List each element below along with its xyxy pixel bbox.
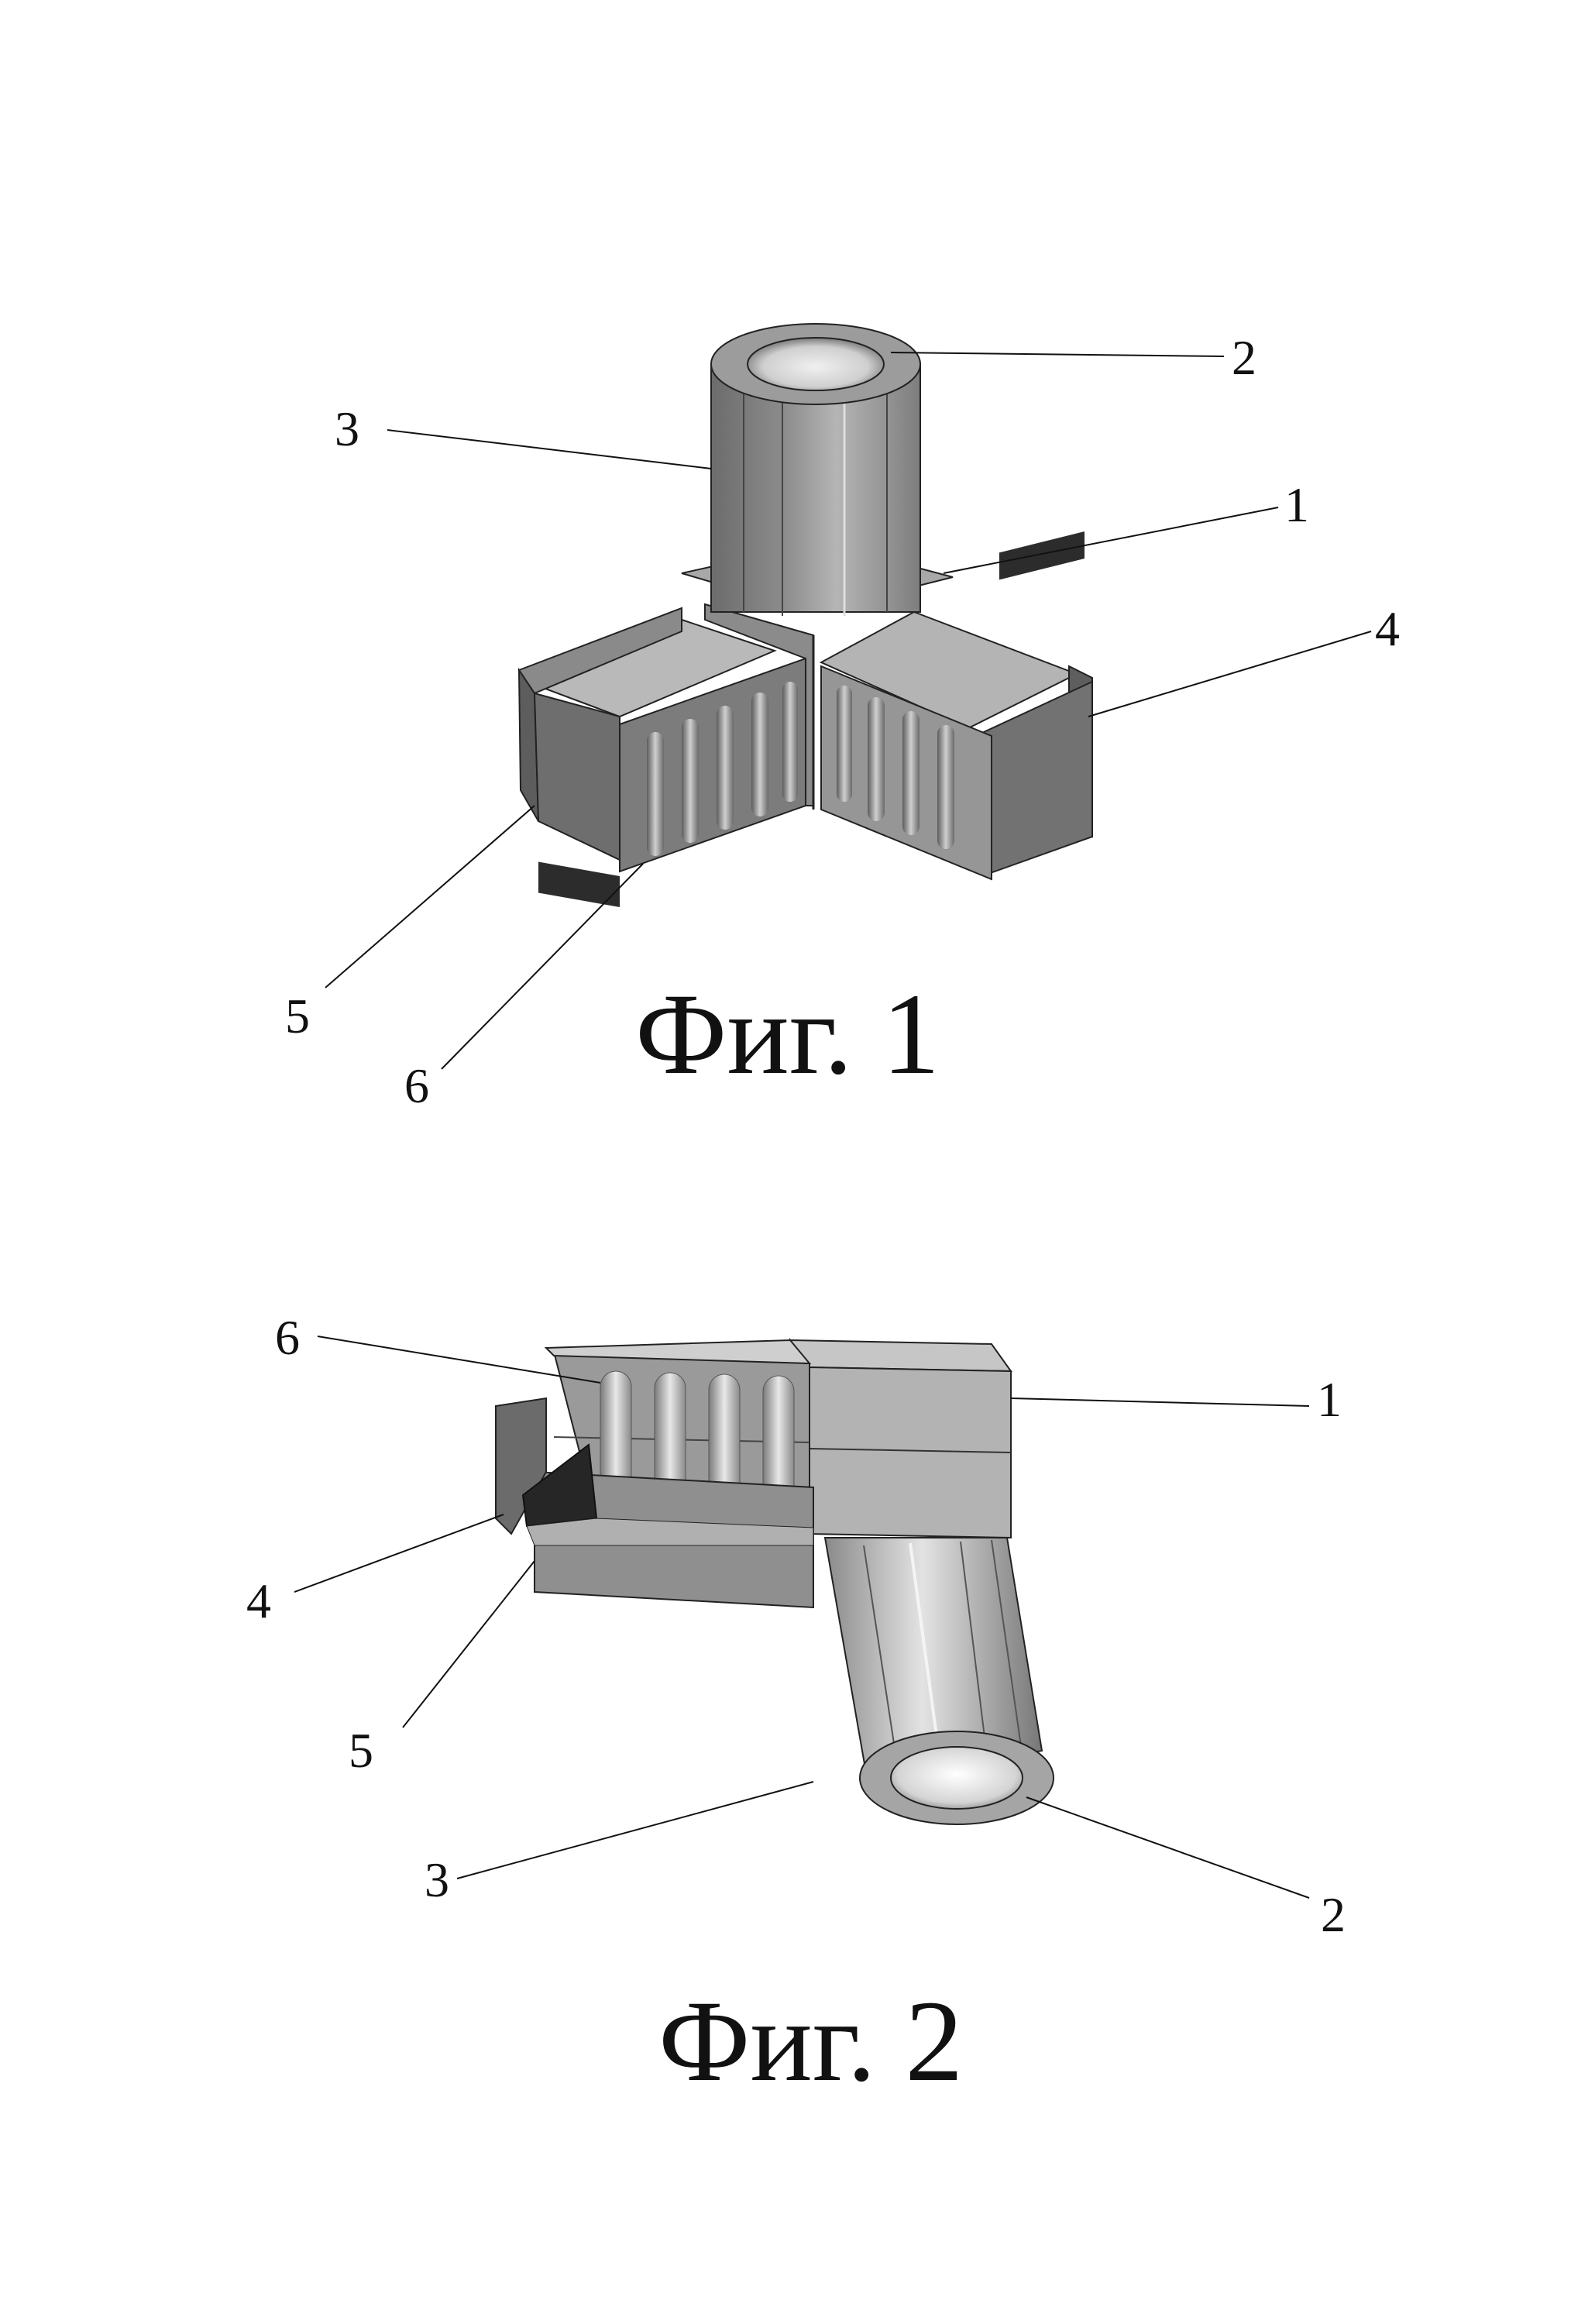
figure-2-caption: Фиг. 2 [658, 1977, 964, 2106]
patent-drawing-sheet: 2 3 1 4 5 6 Фиг. 1 [246, 323, 1400, 2106]
spigot-end-bore [890, 1746, 1023, 1810]
rib-arm-top [544, 1339, 812, 1365]
figure-2-label-5: 5 [349, 1723, 373, 1778]
figure-2-label-2: 2 [1321, 1887, 1346, 1942]
vertical-spigot [710, 363, 921, 613]
figure-1-label-5: 5 [285, 988, 310, 1043]
figure-2-leaders [294, 1336, 1310, 1899]
figure-2-label-4: 4 [246, 1573, 271, 1628]
left-ribs [647, 682, 798, 856]
figure-2-label-6: 6 [275, 1310, 300, 1365]
figure-1-caption: Фиг. 1 [635, 970, 940, 1098]
figure-2-label-3: 3 [425, 1852, 449, 1907]
figure-1-drawing [325, 323, 1372, 1070]
figure-1-leaders [325, 352, 1372, 1070]
figure-2-drawing [294, 1336, 1310, 1899]
horizontal-spigot [823, 1537, 1054, 1825]
body-top [789, 1339, 1012, 1373]
left-arm-front [533, 692, 620, 861]
spigot-bore [747, 337, 885, 391]
figure-1-label-6: 6 [404, 1058, 429, 1113]
figure-1-label-2: 2 [1232, 330, 1256, 385]
figure-1-label-1: 1 [1284, 477, 1309, 532]
figure-1-label-4: 4 [1375, 601, 1400, 656]
figure-1-label-3: 3 [335, 401, 359, 456]
figure-2-label-1: 1 [1317, 1372, 1342, 1427]
figure-2-ribs [600, 1370, 795, 1514]
right-ribs [837, 686, 954, 849]
